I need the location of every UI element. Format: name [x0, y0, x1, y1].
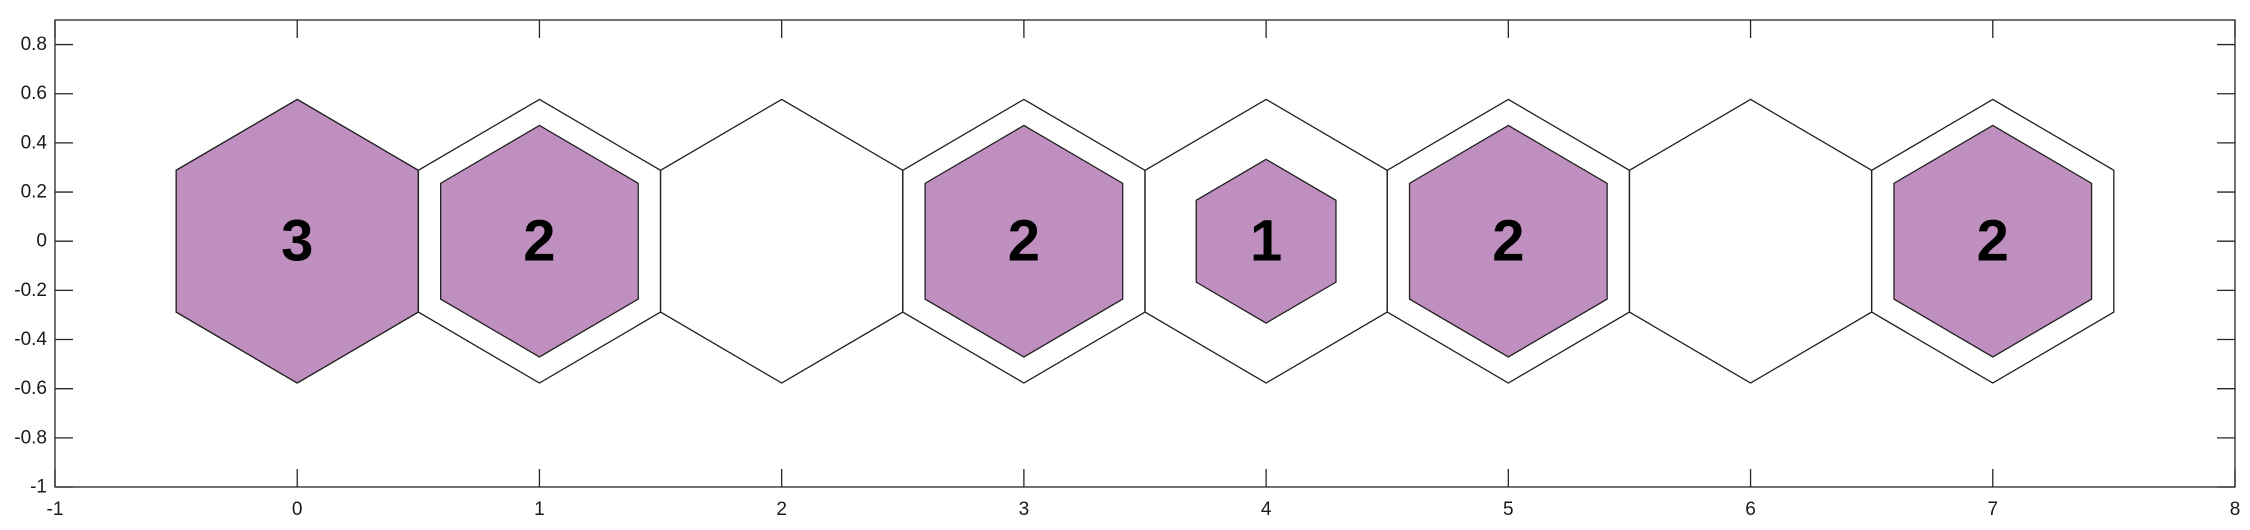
y-tick-label: -0.4 [14, 329, 47, 350]
x-tick-label: 8 [2230, 499, 2241, 520]
y-tick-label: -0.2 [14, 280, 47, 301]
x-tick-label: 2 [776, 499, 787, 520]
hex-cell-label: 2 [523, 209, 555, 274]
y-tick-label: -1 [30, 477, 47, 498]
x-tick-label: 4 [1261, 499, 1272, 520]
x-tick-label: 5 [1503, 499, 1514, 520]
axis-ticks: -1 0 1 2 3 4 5 6 7 8 -1 -0.8 -0.6 -0.4 -0.2 0 0.2 0.4 0.6 0… [14, 20, 2240, 520]
hex-cell-fill [1893, 124, 2093, 358]
x-tick-label: 7 [1987, 499, 1998, 520]
y-tick-label: -0.6 [14, 378, 47, 399]
hex-cell-fill [924, 124, 1124, 358]
x-tick-label: 3 [1019, 499, 1030, 520]
hexagon-cells: 3 2 2 1 2 2 [175, 98, 2115, 384]
hex-cell-fill [1408, 124, 1608, 358]
y-tick-label: 0.4 [21, 132, 48, 153]
hex-cell-label: 2 [1492, 209, 1524, 274]
hex-cell-label: 2 [1008, 209, 1040, 274]
y-tick-label: 0.6 [21, 83, 47, 104]
y-tick-label: -0.8 [14, 427, 47, 448]
x-tick-label: 0 [292, 499, 303, 520]
plot-frame [54, 19, 2236, 488]
x-tick-label: 1 [534, 499, 545, 520]
hex-cell-label: 3 [281, 209, 313, 274]
hex-cell-label: 2 [1977, 209, 2009, 274]
y-tick-label: 0.8 [21, 34, 47, 55]
hex-cell-fill [1195, 158, 1337, 324]
hex-cell-label: 1 [1250, 209, 1282, 274]
x-tick-label: 6 [1745, 499, 1756, 520]
hex-cell-fill [439, 124, 639, 358]
y-tick-label: 0 [36, 231, 47, 252]
y-tick-label: 0.2 [21, 182, 47, 203]
x-tick-label: -1 [47, 499, 64, 520]
